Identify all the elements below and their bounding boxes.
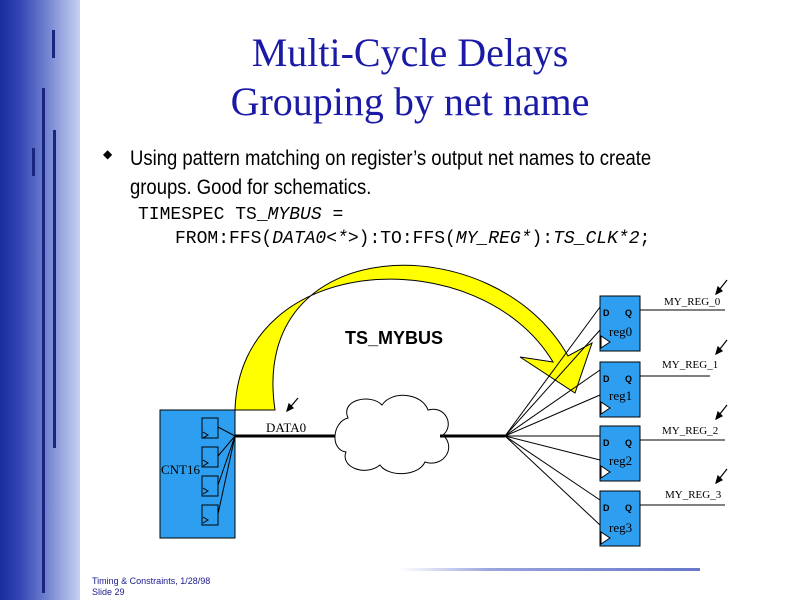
code-line-1: TIMESPEC TS_MYBUS = xyxy=(138,205,344,225)
ts-mybus-arrow xyxy=(234,264,593,411)
register-name: reg1 xyxy=(609,388,632,403)
register-q-label: Q xyxy=(625,308,632,318)
clock-triangle-icon xyxy=(600,401,611,415)
slide-title-line1: Multi-Cycle Delays xyxy=(251,30,569,75)
output-net-marker-icon xyxy=(715,279,728,296)
register-d-label: D xyxy=(603,374,610,384)
counter-flop-cells xyxy=(201,417,219,526)
sidebar-rule xyxy=(52,30,55,58)
sidebar-rule xyxy=(42,88,45,593)
data-net-marker-icon xyxy=(286,397,299,413)
register-reg0: D Q reg0 xyxy=(599,295,641,352)
counter-outputs xyxy=(217,426,236,515)
output-net-marker-icon xyxy=(715,404,728,421)
clock-triangle-icon xyxy=(600,335,611,349)
counter-label: CNT16 xyxy=(161,462,201,477)
clock-triangle-icon xyxy=(600,465,611,479)
register-q-label: Q xyxy=(625,503,632,513)
bullet-diamond-icon: ◆ xyxy=(103,147,113,161)
bullet-text: Using pattern matching on register’s out… xyxy=(130,147,652,199)
sidebar-rule xyxy=(32,148,35,176)
output-nets xyxy=(640,309,725,506)
footer-line2: Slide 29 xyxy=(92,587,125,597)
register-d-label: D xyxy=(603,308,610,318)
slide-title-line2: Grouping by net name xyxy=(230,79,590,124)
output-net-label: MY_REG_0 xyxy=(664,296,721,308)
footer-line1: Timing & Constraints, 1/28/98 xyxy=(92,576,211,586)
clock-triangle-icon xyxy=(600,531,611,545)
register-name: reg3 xyxy=(609,520,632,535)
register-q-label: Q xyxy=(625,374,632,384)
output-net-label: MY_REG_2 xyxy=(662,425,718,437)
output-net-marker-icon xyxy=(715,468,728,485)
counter-block xyxy=(159,409,236,539)
register-reg3: D Q reg3 xyxy=(599,490,641,547)
sidebar-rule xyxy=(53,130,56,448)
footer-rule xyxy=(400,568,700,571)
fanout-lines xyxy=(504,306,601,526)
register-d-label: D xyxy=(603,503,610,513)
output-net-marker-icon xyxy=(715,339,728,356)
data-net-label: DATA0 xyxy=(266,420,306,435)
register-reg2: D Q reg2 xyxy=(599,425,641,482)
register-q-label: Q xyxy=(625,438,632,448)
sidebar-gradient xyxy=(0,0,80,600)
output-net-label: MY_REG_3 xyxy=(665,489,722,501)
output-net-label: MY_REG_1 xyxy=(662,359,718,371)
code-line-2: FROM:FFS(DATA0<*>):TO:FFS(MY_REG*):TS_CL… xyxy=(175,229,651,249)
register-name: reg2 xyxy=(609,453,632,468)
register-name: reg0 xyxy=(609,324,632,339)
register-reg1: D Q reg1 xyxy=(599,361,641,418)
logic-cloud xyxy=(334,394,450,475)
ts-mybus-label: TS_MYBUS xyxy=(345,328,443,348)
register-d-label: D xyxy=(603,438,610,448)
